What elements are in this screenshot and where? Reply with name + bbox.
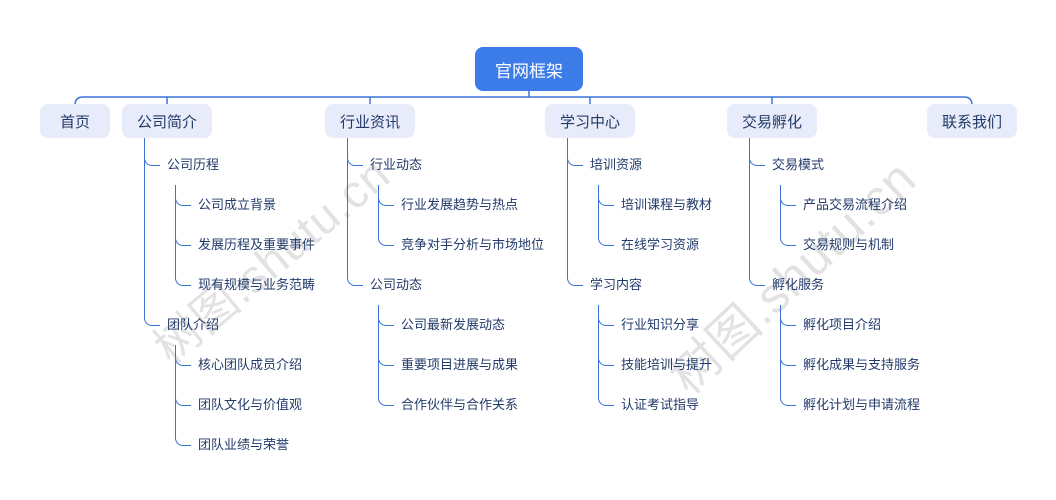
- tree-branch: 学习内容 行业知识分享 技能培训与提升 认证考试指导: [567, 265, 712, 425]
- column-learning-center: 学习中心 培训资源 培训课程与教材 在线学习资源 学习内容 行业知识分享 技能培…: [545, 104, 712, 425]
- tree-branch: 技能培训与提升: [598, 345, 712, 385]
- tree-branch: 在线学习资源: [598, 225, 712, 265]
- tree-branch: 现有规模与业务范畴: [175, 265, 315, 305]
- tree-branch: 行业发展趋势与热点: [378, 185, 544, 225]
- tree-branch: 公司动态 公司最新发展动态 重要项目进展与成果 合作伙伴与合作关系: [347, 265, 544, 425]
- tree-branch: 公司最新发展动态: [378, 305, 544, 345]
- column-industry-news: 行业资讯 行业动态 行业发展趋势与热点 竞争对手分析与市场地位 公司动态 公司最…: [325, 104, 544, 425]
- node-competitor-analysis[interactable]: 竞争对手分析与市场地位: [401, 237, 545, 252]
- tree-branch: 团队业绩与荣誉: [175, 425, 315, 465]
- node-company-history[interactable]: 公司历程: [167, 157, 220, 172]
- node-industry-trends[interactable]: 行业动态: [370, 157, 423, 172]
- node-online-learning-resources[interactable]: 在线学习资源: [621, 237, 700, 252]
- node-latest-company-developments[interactable]: 公司最新发展动态: [401, 317, 506, 332]
- node-team-culture-values[interactable]: 团队文化与价值观: [198, 397, 303, 412]
- node-trade-incubation[interactable]: 交易孵化: [727, 104, 817, 138]
- tree-branch: 交易模式 产品交易流程介绍 交易规则与机制: [749, 138, 920, 265]
- node-contact-us[interactable]: 联系我们: [927, 104, 1017, 138]
- tree-branch: 竞争对手分析与市场地位: [378, 225, 544, 265]
- node-incubation-results-support[interactable]: 孵化成果与支持服务: [803, 357, 921, 372]
- tree-branch: 合作伙伴与合作关系: [378, 385, 544, 425]
- column-contact-us: 联系我们: [927, 104, 1017, 138]
- node-scale-business-scope[interactable]: 现有规模与业务范畴: [198, 277, 316, 292]
- node-incubation-project-intro[interactable]: 孵化项目介绍: [803, 317, 882, 332]
- tree-branch: 行业动态 行业发展趋势与热点 竞争对手分析与市场地位: [347, 138, 544, 265]
- node-learning-center[interactable]: 学习中心: [545, 104, 635, 138]
- tree-branch: 团队文化与价值观: [175, 385, 315, 425]
- node-training-resources[interactable]: 培训资源: [590, 157, 643, 172]
- node-team-achievements[interactable]: 团队业绩与荣誉: [198, 437, 290, 452]
- root-node[interactable]: 官网框架: [475, 47, 583, 91]
- column-home: 首页: [40, 104, 110, 138]
- node-trade-model[interactable]: 交易模式: [772, 157, 825, 172]
- node-company-profile[interactable]: 公司简介: [122, 104, 212, 138]
- node-company-news[interactable]: 公司动态: [370, 277, 423, 292]
- node-home[interactable]: 首页: [40, 104, 110, 138]
- node-project-progress-results[interactable]: 重要项目进展与成果: [401, 357, 519, 372]
- tree-branch: 认证考试指导: [598, 385, 712, 425]
- tree-branch: 产品交易流程介绍: [780, 185, 920, 225]
- node-industry-news[interactable]: 行业资讯: [325, 104, 415, 138]
- node-team-intro[interactable]: 团队介绍: [167, 317, 220, 332]
- column-trade-incubation: 交易孵化 交易模式 产品交易流程介绍 交易规则与机制 孵化服务 孵化项目介绍 孵…: [727, 104, 920, 425]
- tree-branch: 发展历程及重要事件: [175, 225, 315, 265]
- tree-branch: 核心团队成员介绍: [175, 345, 315, 385]
- node-skill-training-improvement[interactable]: 技能培训与提升: [621, 357, 713, 372]
- node-industry-trends-hotspots[interactable]: 行业发展趋势与热点: [401, 197, 519, 212]
- tree-branch: 培训资源 培训课程与教材 在线学习资源: [567, 138, 712, 265]
- branch-connector-lines: [74, 91, 973, 106]
- tree-branch: 孵化成果与支持服务: [780, 345, 920, 385]
- node-training-courses-materials[interactable]: 培训课程与教材: [621, 197, 713, 212]
- column-company-profile: 公司简介 公司历程 公司成立背景 发展历程及重要事件 现有规模与业务范畴 团队介…: [122, 104, 315, 465]
- tree-branch: 孵化计划与申请流程: [780, 385, 920, 425]
- tree-branch: 行业知识分享: [598, 305, 712, 345]
- tree-branch: 孵化服务 孵化项目介绍 孵化成果与支持服务 孵化计划与申请流程: [749, 265, 920, 425]
- tree-branch: 公司成立背景: [175, 185, 315, 225]
- node-product-trading-process[interactable]: 产品交易流程介绍: [803, 197, 908, 212]
- tree-branch: 交易规则与机制: [780, 225, 920, 265]
- node-partners-relationships[interactable]: 合作伙伴与合作关系: [401, 397, 519, 412]
- node-certification-exam-guidance[interactable]: 认证考试指导: [621, 397, 700, 412]
- node-founding-background[interactable]: 公司成立背景: [198, 197, 277, 212]
- tree-branch: 团队介绍 核心团队成员介绍 团队文化与价值观 团队业绩与荣誉: [144, 305, 315, 465]
- node-development-history[interactable]: 发展历程及重要事件: [198, 237, 316, 252]
- node-learning-content[interactable]: 学习内容: [590, 277, 643, 292]
- tree-branch: 培训课程与教材: [598, 185, 712, 225]
- node-core-team-members[interactable]: 核心团队成员介绍: [198, 357, 303, 372]
- node-incubation-services[interactable]: 孵化服务: [772, 277, 825, 292]
- node-industry-knowledge-sharing[interactable]: 行业知识分享: [621, 317, 700, 332]
- node-incubation-plan-application[interactable]: 孵化计划与申请流程: [803, 397, 921, 412]
- tree-branch: 孵化项目介绍: [780, 305, 920, 345]
- node-trading-rules-mechanism[interactable]: 交易规则与机制: [803, 237, 895, 252]
- tree-branch: 重要项目进展与成果: [378, 345, 544, 385]
- tree-branch: 公司历程 公司成立背景 发展历程及重要事件 现有规模与业务范畴: [144, 138, 315, 305]
